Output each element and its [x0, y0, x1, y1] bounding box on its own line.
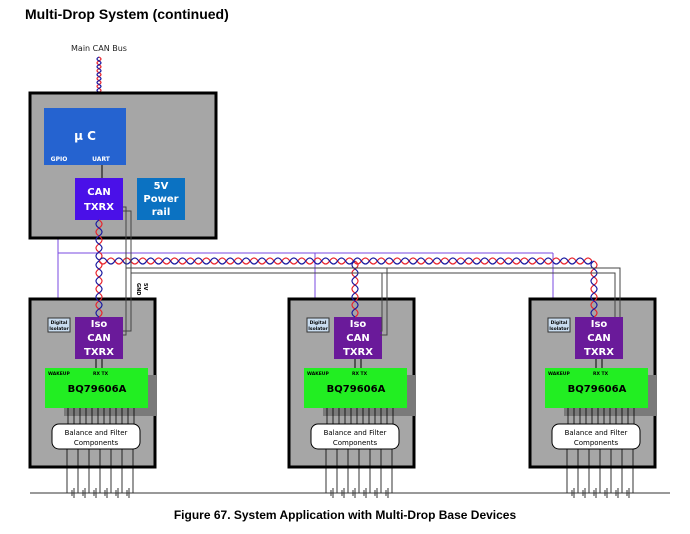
digital-isolator-line1: Digital	[51, 320, 68, 326]
can-bus-low	[98, 257, 593, 265]
power-drop	[380, 273, 383, 332]
can-transceiver-line2: TXRX	[84, 202, 114, 213]
iso-can-line1: Iso	[350, 319, 367, 330]
bq79606a-label: BQ79606A	[68, 384, 127, 395]
host-wire-labels: GND 5V	[135, 283, 148, 295]
can-wire-high	[351, 260, 359, 318]
rxtx-pin-label: RX TX	[352, 371, 368, 377]
iso-can-transceiver-block	[575, 317, 623, 359]
microcontroller-label: µ C	[74, 129, 96, 143]
bq79606a-block	[45, 368, 148, 408]
bq79606a-label: BQ79606A	[327, 384, 386, 395]
power-rail-line1: 5V	[154, 181, 169, 192]
digital-isolator-block	[47, 317, 71, 333]
balance-filter-line1: Balance and Filter	[565, 429, 628, 437]
wiring-overlay	[95, 206, 621, 336]
host-module: Main CAN Bus µ C GPIO UART CAN TXRX 5V P…	[28, 44, 218, 240]
figure-caption: Figure 67. System Application with Multi…	[173, 508, 517, 522]
iso-can-transceiver-block	[75, 317, 123, 359]
balance-filter-block	[551, 423, 641, 450]
can-transceiver-block	[75, 178, 123, 220]
balance-filter-line2: Components	[574, 439, 619, 447]
power-drop	[380, 268, 388, 336]
digital-isolator-line1: Digital	[551, 320, 568, 326]
wakeup-pin-label: WAKEUP	[307, 371, 329, 377]
power-drop	[123, 268, 127, 336]
bq79606a-block	[545, 368, 648, 408]
wakeup-pin-label: WAKEUP	[48, 371, 70, 377]
can-wire-low	[351, 260, 359, 318]
digital-isolator-line2: Isolator	[49, 326, 69, 332]
balance-filter-line2: Components	[333, 439, 378, 447]
wire-label-gnd: GND	[135, 283, 141, 295]
balance-filter-block	[310, 423, 400, 450]
iso-can-line1: Iso	[591, 319, 608, 330]
digital-isolator-block	[306, 317, 330, 333]
can-wire-high	[590, 260, 598, 318]
iso-can-line2: CAN	[346, 333, 369, 344]
main-can-bus-label: Main CAN Bus	[71, 44, 127, 53]
can-wire-low	[590, 260, 598, 318]
power-rail-line3: rail	[152, 207, 171, 218]
can-wire-low	[95, 219, 103, 261]
iso-can-line3: TXRX	[343, 347, 373, 358]
bq79606a-block	[304, 368, 407, 408]
bq79606a-label: BQ79606A	[568, 384, 627, 395]
can-wire-high	[95, 219, 103, 261]
balance-filter-line1: Balance and Filter	[65, 429, 128, 437]
iso-can-transceiver-block	[334, 317, 382, 359]
iso-can-line2: CAN	[587, 333, 610, 344]
balance-filter-block	[51, 423, 141, 450]
balance-filter-line2: Components	[74, 439, 119, 447]
microcontroller-block	[44, 108, 126, 165]
digital-isolator-line2: Isolator	[549, 326, 569, 332]
digital-isolator-line2: Isolator	[308, 326, 328, 332]
iso-can-line2: CAN	[87, 333, 110, 344]
uart-pin-label: UART	[92, 156, 111, 163]
page-title: Multi-Drop System (continued)	[25, 6, 229, 22]
iso-can-line3: TXRX	[584, 347, 614, 358]
digital-isolator-line1: Digital	[310, 320, 327, 326]
rxtx-pin-label: RX TX	[593, 371, 609, 377]
can-wire-low	[95, 260, 103, 318]
can-wire-high	[95, 260, 103, 318]
power-rail-line2: Power	[143, 194, 178, 205]
power-rail-block	[137, 178, 185, 220]
gpio-pin-label: GPIO	[51, 156, 68, 163]
iso-can-line1: Iso	[91, 319, 108, 330]
balance-filter-line1: Balance and Filter	[324, 429, 387, 437]
wakeup-pin-label: WAKEUP	[548, 371, 570, 377]
digital-isolator-block	[547, 317, 571, 333]
rxtx-pin-label: RX TX	[93, 371, 109, 377]
can-transceiver-line1: CAN	[87, 187, 110, 198]
wire-label-5v: 5V	[142, 283, 148, 290]
iso-can-line3: TXRX	[84, 347, 114, 358]
power-drop	[123, 273, 132, 332]
